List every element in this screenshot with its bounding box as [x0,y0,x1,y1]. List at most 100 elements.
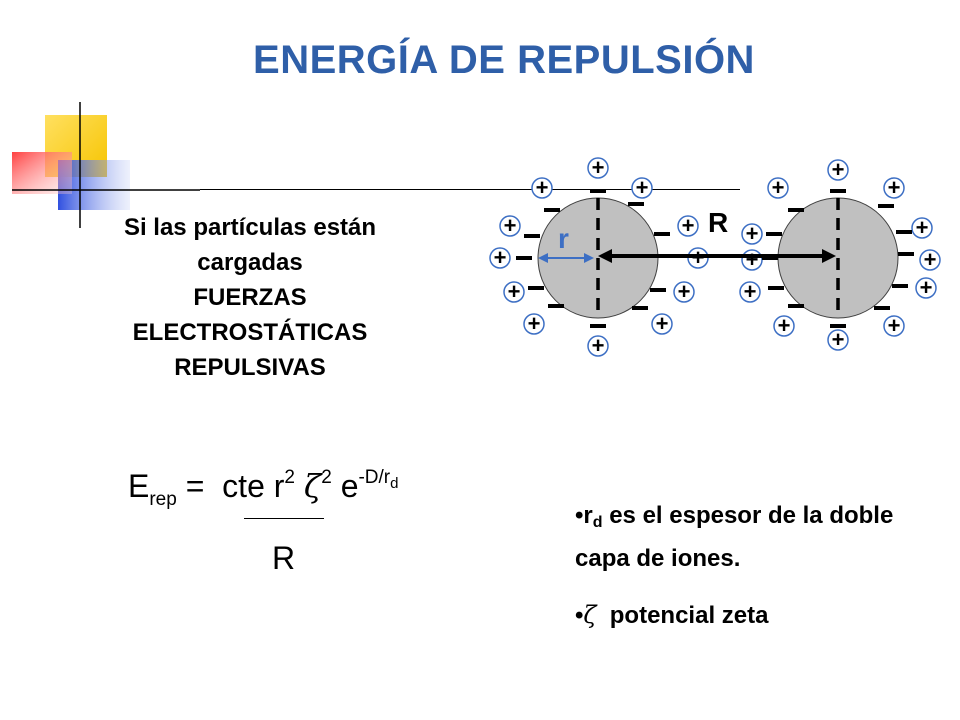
left-text-line5: REPULSIVAS [174,354,326,381]
minus-charge-icon [524,234,540,238]
plus-charge-icon: + [767,175,789,200]
svg-text:+: + [636,175,649,200]
bullet-marker: • [575,602,584,629]
formula-rep-subscript: rep [149,489,177,510]
svg-text:+: + [504,213,517,238]
minus-charge-icon [788,304,804,308]
svg-text:+: + [772,175,785,200]
minus-charge-icon [650,288,666,292]
minus-charge-icon [590,324,606,328]
minus-charge-icon [896,230,912,234]
svg-text:+: + [678,279,691,304]
svg-text:+: + [920,275,933,300]
svg-text:+: + [778,313,791,338]
distance-label: R [708,207,728,238]
plus-charge-icon: + [883,175,905,200]
bullet-rd-definition: •rd es el espesor de la doble capa de io… [575,498,935,577]
plus-charge-icon: + [503,279,525,304]
particles-diagram: ++++++++++++++++++++++++ r R [489,155,941,358]
plus-charge-icon: + [587,155,609,180]
minus-charge-icon [528,286,544,290]
title-underline [200,189,740,190]
plus-charge-icon: + [739,279,761,304]
bullet-marker: • [575,502,584,529]
definitions-list: •rd es el espesor de la doble capa de io… [575,498,935,654]
svg-text:+: + [536,175,549,200]
formula-exponent: -D/rd [358,467,399,492]
svg-text:+: + [916,215,929,240]
minus-charge-icon [516,256,532,260]
formula-equals: = [185,468,205,504]
charged-particles-text: Si las partículas están cargadas FUERZAS… [60,210,440,385]
svg-text:+: + [592,155,605,180]
plus-charge-icon: + [883,313,905,338]
svg-text:+: + [494,245,507,270]
deco-red-square [12,152,72,194]
plus-charge-icon: + [911,215,933,240]
plus-charge-icon: + [741,247,763,272]
plus-charge-icon: + [531,175,553,200]
plus-charge-icon: + [915,275,937,300]
formula-exponent-subscript: d [390,475,399,492]
left-text-line2: cargadas [197,249,303,276]
minus-charge-icon [892,284,908,288]
plus-charge-icon: + [827,327,849,352]
minus-charge-icon [830,324,846,328]
plus-charge-icon: + [773,313,795,338]
formula-E: E [128,468,150,504]
decorative-squares [12,102,200,228]
radius-label: r [558,223,569,254]
bullet-rd-text: es el espesor de la doble capa de iones. [575,502,894,572]
bullet-zeta-text: potencial zeta [596,602,769,629]
minus-charge-icon [654,232,670,236]
fraction-line [244,518,324,519]
left-text-line1: Si las partículas están [123,214,377,241]
bullet-rd-symbol: r [583,502,593,529]
formula-r-exponent: 2 [284,467,295,488]
formula-cte-r: cte r [222,468,285,504]
minus-charge-icon [898,252,914,256]
minus-charge-icon [766,232,782,236]
plus-charge-icon: + [651,311,673,336]
radius-arrowhead-left [538,253,548,263]
svg-text:+: + [832,157,845,182]
svg-text:+: + [924,247,937,272]
plus-charge-icon: + [919,247,941,272]
left-text-line3: FUERZAS [193,284,307,311]
minus-charge-icon [878,204,894,208]
minus-charge-icon [830,189,846,193]
svg-text:+: + [508,279,521,304]
svg-text:+: + [888,313,901,338]
plus-charge-icon: + [741,221,763,246]
minus-charge-icon [548,304,564,308]
minus-charge-icon [628,202,644,206]
svg-text:+: + [682,213,695,238]
plus-charge-icon: + [587,333,609,358]
charges-layer: ++++++++++++++++++++++++ [489,155,941,358]
minus-charge-icon [788,208,804,212]
formula-denominator: R [272,540,296,576]
svg-text:+: + [746,247,759,272]
formula-e: e [340,468,359,504]
radius-arrowhead-right [584,253,594,263]
formula-zeta-exponent: 2 [321,467,332,488]
svg-text:+: + [832,327,845,352]
distance-arrowhead-left [598,249,612,263]
minus-charge-icon [544,208,560,212]
svg-text:+: + [592,333,605,358]
plus-charge-icon: + [489,245,511,270]
bullet-zeta-definition: •ζ potencial zeta [575,597,935,634]
left-text-line4: ELECTROSTÁTICAS [132,319,368,346]
minus-charge-icon [768,286,784,290]
plus-charge-icon: + [523,311,545,336]
minus-charge-icon [874,306,890,310]
svg-text:+: + [528,311,541,336]
repulsion-formula: Erep = cte r2 ζ2 e-D/rd [128,468,398,509]
plus-charge-icon: + [631,175,653,200]
svg-text:+: + [888,175,901,200]
svg-text:+: + [656,311,669,336]
plus-charge-icon: + [827,157,849,182]
plus-charge-icon: + [677,213,699,238]
svg-text:+: + [744,279,757,304]
minus-charge-icon [590,189,606,193]
